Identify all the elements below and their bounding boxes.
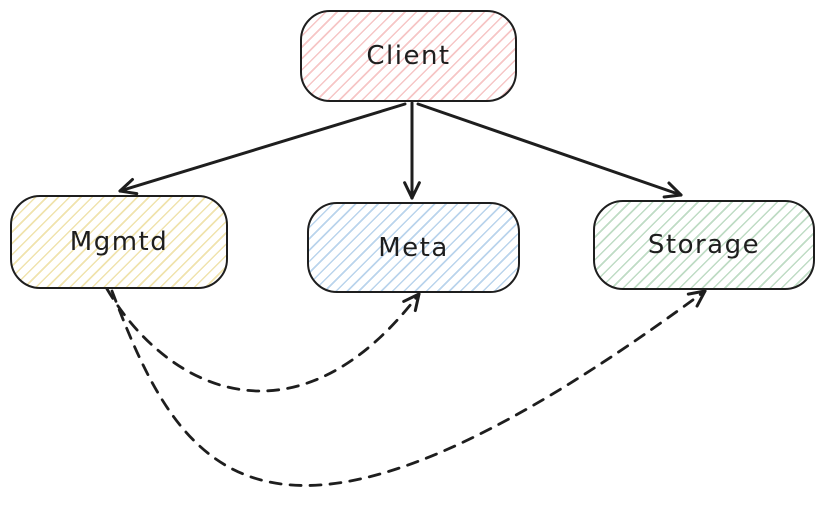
arrowhead-icon xyxy=(402,292,421,303)
edge-client-to-meta[interactable] xyxy=(403,101,421,200)
node-meta-label: Meta xyxy=(378,232,449,263)
node-mgmtd[interactable]: Mgmtd xyxy=(10,195,228,289)
node-meta[interactable]: Meta xyxy=(307,202,520,293)
node-storage[interactable]: Storage xyxy=(593,200,815,290)
arrowhead-icon xyxy=(662,193,683,199)
arrowhead-icon xyxy=(667,181,683,197)
edge-client-to-mgmtd[interactable] xyxy=(118,102,407,196)
node-storage-label: Storage xyxy=(647,230,761,260)
node-client[interactable]: Client xyxy=(300,10,517,102)
arrowhead-icon xyxy=(413,292,421,313)
edge-mgmtd-to-meta[interactable] xyxy=(105,287,421,393)
arrowhead-icon xyxy=(686,289,707,296)
node-client-label: Client xyxy=(366,41,451,71)
arrowhead-icon xyxy=(118,177,134,193)
arrowhead-icon xyxy=(403,181,414,200)
edge-mgmtd-to-storage[interactable] xyxy=(110,289,707,487)
edge-client-to-storage[interactable] xyxy=(416,102,683,199)
arrowhead-icon xyxy=(695,289,707,308)
node-mgmtd-label: Mgmtd xyxy=(69,227,169,257)
arrowhead-icon xyxy=(118,189,139,196)
arrowhead-icon xyxy=(410,181,421,200)
